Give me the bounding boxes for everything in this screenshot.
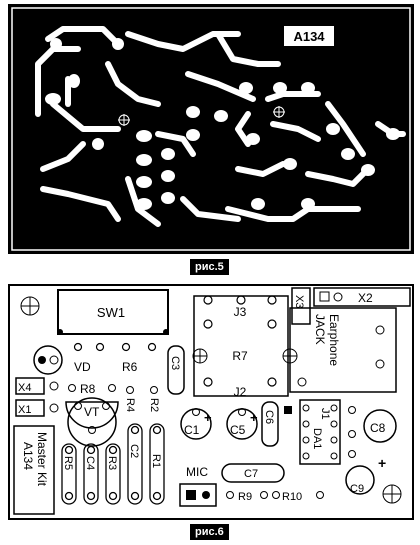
r10-label: R10 (282, 491, 302, 503)
c7-capacitor (221, 463, 285, 483)
component-placement: SW1 J3 R7 J2 X2 X3 Earphone JACK VD R6 C… (8, 284, 414, 520)
x1-label: X1 (18, 404, 31, 416)
x4-label: X4 (18, 382, 31, 394)
master-kit-box (13, 425, 55, 515)
c4-label: C4 (84, 456, 96, 470)
vt-label: VT (84, 405, 100, 419)
r3-label: R3 (106, 456, 118, 470)
jack-label-line1: Earphone (327, 314, 341, 366)
c8-label: C8 (370, 421, 386, 435)
pcb-trace-layout: A134 (8, 4, 414, 254)
c9-capacitor (345, 465, 375, 495)
board-label-box (284, 26, 334, 46)
mounting-hole-icons (118, 106, 285, 126)
r4-label: R4 (124, 398, 136, 412)
r2-label: R2 (148, 398, 160, 412)
c6-capacitor (261, 401, 279, 447)
c1-plus: + (204, 410, 212, 425)
copper-pads (45, 38, 400, 210)
c5-label: C5 (230, 423, 246, 437)
c3-label: C3 (169, 356, 181, 370)
c3-capacitor (167, 345, 185, 395)
c9-label: C9 (350, 483, 364, 495)
da1-label: DA1 (311, 428, 323, 449)
earphone-jack-outline (289, 307, 397, 393)
r1-label: R1 (150, 454, 162, 468)
sw1-outline (57, 289, 169, 335)
x4-connector (15, 377, 45, 395)
figure5-caption: рис.5 (190, 259, 229, 275)
vd-label: VD (74, 360, 91, 374)
lower-component-pads (61, 423, 165, 505)
jack-label-line2: JACK (313, 314, 327, 345)
mic-footprint (179, 483, 217, 507)
c2-label: C2 (128, 444, 140, 458)
j2-label: J2 (234, 385, 247, 399)
c5-plus: + (250, 410, 258, 425)
c1-label: C1 (184, 423, 200, 437)
copper-traces (35, 26, 406, 227)
j3-label: J3 (234, 305, 247, 319)
r5-label: R5 (62, 456, 74, 470)
kit-label-line2: A134 (21, 442, 35, 470)
r6-label: R6 (122, 360, 138, 374)
board-label: A134 (293, 29, 325, 44)
c8-plus: + (378, 455, 386, 471)
mic-label: MIC (186, 465, 208, 479)
vt-transistor (65, 401, 119, 429)
c7-label: C7 (244, 468, 258, 480)
board-outline (11, 7, 411, 251)
da1-chip (299, 399, 341, 465)
j1-label: J1 (319, 408, 331, 420)
kit-label-line1: Master Kit (35, 432, 49, 487)
r9-label: R9 (238, 491, 252, 503)
c8-capacitor (363, 409, 397, 443)
c6-label: C6 (263, 410, 275, 424)
x3-label: X3 (293, 295, 305, 308)
x2-label: X2 (358, 291, 373, 305)
r8-label: R8 (80, 382, 96, 396)
vd-led (33, 345, 63, 375)
figure6-caption: рис.6 (190, 524, 229, 540)
x3-connector (291, 287, 311, 325)
r7-label: R7 (232, 349, 248, 363)
sw1-label: SW1 (97, 305, 125, 320)
x2-connector (313, 287, 411, 307)
x1-connector (15, 399, 45, 417)
